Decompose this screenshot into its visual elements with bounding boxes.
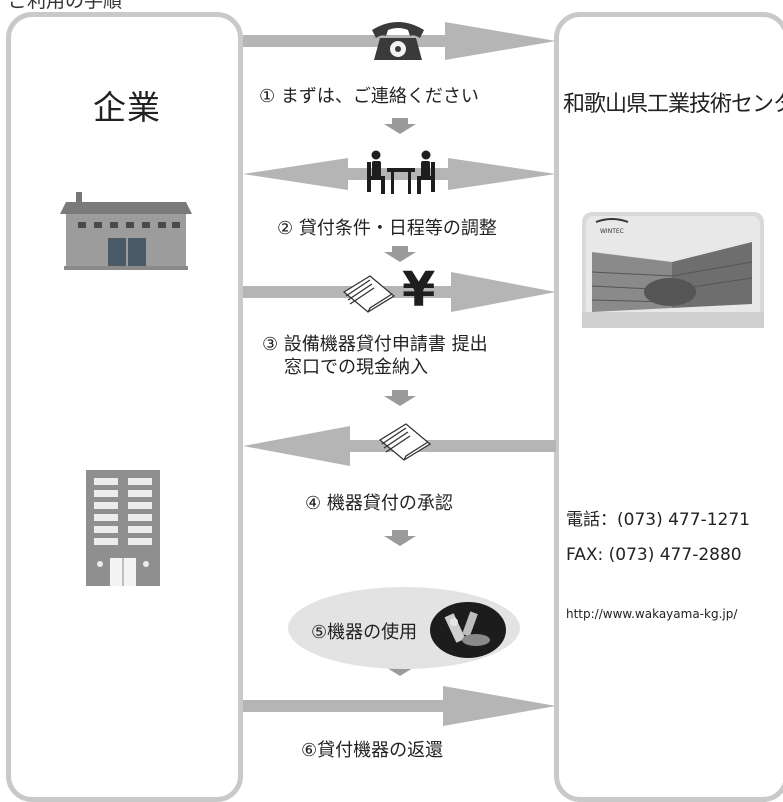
step-1-label: ① まずは、ご連絡ください [259, 86, 479, 107]
meeting-icon [367, 150, 435, 194]
step-4-label: ④ 機器貸付の承認 [305, 493, 453, 514]
approval-document-icon [378, 423, 432, 461]
step-3-sublabel: 窓口での現金納入 [284, 357, 428, 378]
center-logo-text: WINTEC [600, 228, 624, 235]
step-5-label: ⑤機器の使用 [311, 622, 418, 643]
arrow-application-right [243, 272, 556, 312]
document-icon [342, 275, 396, 313]
phone-number: 電話：(073) 477-1271 [566, 510, 750, 530]
telephone-icon [372, 22, 424, 60]
yen-icon: ¥ [402, 262, 436, 318]
center-name: 和歌山県工業技術センター [563, 92, 783, 117]
office-building-icon [86, 470, 160, 586]
microscope-photo [430, 602, 506, 658]
website-link[interactable]: http://www.wakayama-kg.jp/ [566, 607, 738, 621]
arrow-return-right [243, 686, 556, 726]
fax-number: FAX: (073) 477-2880 [566, 545, 742, 565]
down-arrow-3 [384, 390, 416, 406]
down-arrow-1 [384, 118, 416, 134]
step-3-label: ③ 設備機器貸付申請書 提出 [262, 334, 488, 355]
step-2-label: ② 貸付条件・日程等の調整 [277, 218, 497, 239]
step-6-label: ⑥貸付機器の返還 [301, 740, 444, 761]
page-title: ご利用の手順 [8, 0, 123, 12]
company-label: 企業 [93, 88, 161, 127]
down-arrow-2 [384, 246, 416, 262]
down-arrow-4 [384, 530, 416, 546]
company-panel [6, 12, 243, 802]
center-building-photo [582, 212, 764, 328]
factory-building-icon [60, 192, 192, 270]
